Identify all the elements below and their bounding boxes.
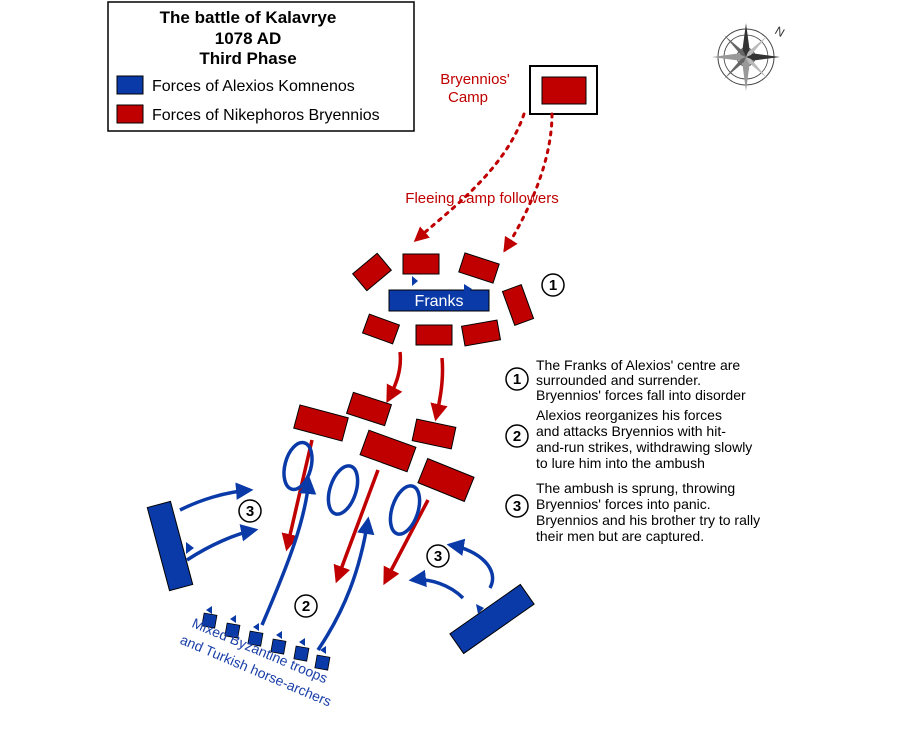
komnenos-swatch	[116, 75, 144, 95]
hit-and-run-loops	[260, 440, 422, 651]
svg-text:Bryennios and his brother try: Bryennios and his brother try to rally	[536, 512, 760, 528]
svg-text:3: 3	[246, 503, 254, 520]
camp-label-line-2: Camp	[448, 89, 488, 106]
step-note-3: 3 The ambush is sprung, throwing Bryenni…	[505, 480, 760, 544]
step-marker-3-left: 3	[238, 499, 262, 523]
ambush-forces	[146, 500, 535, 655]
svg-text:and-run strikes, withdrawing s: and-run strikes, withdrawing slowly	[536, 439, 752, 455]
franks-encircled	[351, 252, 535, 347]
camp-label-line-1: Bryennios'	[440, 71, 510, 88]
compass-rose-icon: N	[712, 23, 787, 91]
svg-text:Alexios reorganizes his forces: Alexios reorganizes his forces	[536, 407, 722, 423]
mixed-troops	[201, 606, 331, 671]
svg-text:Bryennios' forces into panic.: Bryennios' forces into panic.	[536, 496, 711, 512]
step-note-2: 2 Alexios reorganizes his forces and att…	[505, 407, 752, 471]
fleeing-label: Fleeing camp followers	[405, 190, 558, 207]
svg-text:2: 2	[513, 428, 521, 445]
legend-title-line-1: The battle of Kalavrye	[160, 8, 337, 27]
svg-text:surrounded and surrender.: surrounded and surrender.	[536, 372, 701, 388]
svg-text:3: 3	[513, 498, 521, 515]
step-marker-1: 1	[541, 273, 565, 297]
legend: The battle of Kalavrye 1078 AD Third Pha…	[107, 1, 415, 132]
svg-text:The Franks of Alexios' centre: The Franks of Alexios' centre are	[536, 357, 740, 373]
svg-text:their men but are captured.: their men but are captured.	[536, 528, 704, 544]
svg-text:and attacks Bryennios with hit: and attacks Bryennios with hit-	[536, 423, 726, 439]
bryennios-advance-arrows	[386, 351, 448, 422]
franks-label: Franks	[415, 293, 464, 310]
bryennios-main-formation	[293, 391, 475, 503]
step-marker-3-right: 3	[426, 544, 450, 568]
legend-title-line-3: Third Phase	[199, 49, 296, 68]
bryennios-swatch	[116, 104, 144, 124]
svg-text:The ambush is sprung, throwing: The ambush is sprung, throwing	[536, 480, 735, 496]
compass-north-label: N	[773, 23, 788, 39]
legend-title-line-2: 1078 AD	[215, 29, 281, 48]
ambush-arrows	[179, 482, 495, 600]
svg-text:1: 1	[513, 371, 521, 388]
fleeing-arrows	[413, 112, 554, 253]
svg-text:Bryennios' forces fall into di: Bryennios' forces fall into disorder	[536, 387, 746, 403]
step-marker-2-map: 2	[294, 594, 318, 618]
bryennios-camp: Bryennios' Camp	[440, 65, 598, 115]
svg-text:2: 2	[302, 598, 310, 615]
svg-text:3: 3	[434, 548, 442, 565]
legend-komnenos-label: Forces of Alexios Komnenos	[152, 78, 355, 95]
legend-bryennios-label: Forces of Nikephoros Bryennios	[152, 107, 380, 124]
step-note-1: 1 The Franks of Alexios' centre are surr…	[505, 357, 746, 403]
svg-text:to lure him into the ambush: to lure him into the ambush	[536, 455, 705, 471]
svg-text:1: 1	[549, 277, 557, 294]
